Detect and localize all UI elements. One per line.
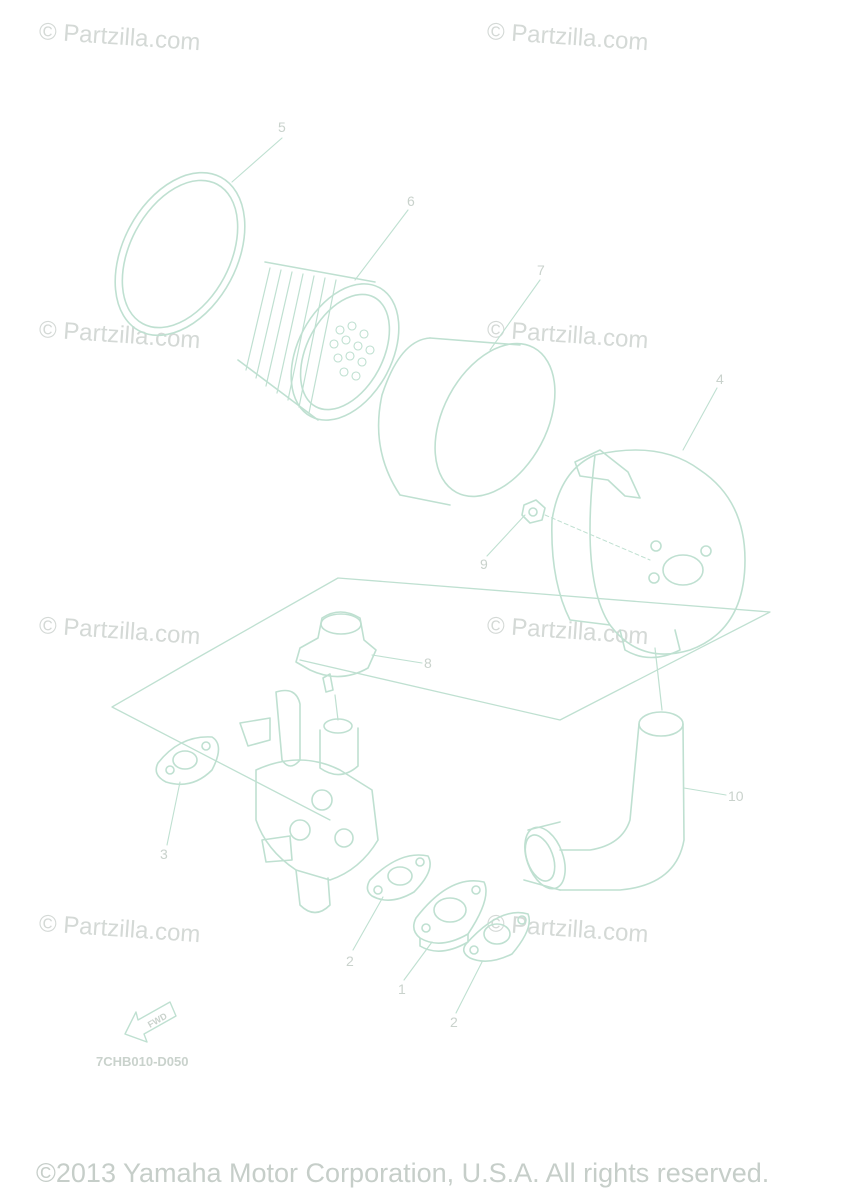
callouts: 5 6 7 4 9 8 10 3 2 1 2 FWD — [146, 119, 744, 1030]
part-gasket-2a — [366, 854, 431, 901]
callout-6: 6 — [407, 193, 415, 209]
callout-2: 2 — [450, 1014, 458, 1030]
callout-10: 10 — [728, 788, 744, 804]
copyright-notice: ©2013 Yamaha Motor Corporation, U.S.A. A… — [36, 1158, 770, 1188]
callout-8: 8 — [424, 655, 432, 671]
leader-lines — [166, 137, 727, 1014]
part-nut — [521, 499, 546, 524]
part-carburetor — [239, 689, 379, 914]
callout-3: 3 — [160, 846, 168, 862]
callout-1: 1 — [398, 981, 406, 997]
callout-5: 5 — [278, 119, 286, 135]
part-gasket-2b — [462, 911, 531, 962]
part-air-cleaner-case — [551, 449, 746, 659]
part-elbow-hose — [523, 711, 685, 891]
callout-7: 7 — [537, 262, 545, 278]
part-foam-sleeve — [377, 337, 556, 506]
callout-9: 9 — [480, 556, 488, 572]
part-insulator — [412, 880, 487, 952]
fwd-arrow-icon — [124, 1001, 177, 1043]
callout-4: 4 — [716, 371, 724, 387]
part-carburetor-cover — [295, 611, 377, 693]
assembly-frame — [189, 577, 771, 721]
diagram-code: 7CHB010-D050 — [96, 1054, 189, 1069]
part-filter-element — [237, 261, 400, 421]
part-gasket-3 — [155, 736, 220, 786]
part-seal-ring — [114, 171, 246, 337]
callout-2: 2 — [346, 953, 354, 969]
